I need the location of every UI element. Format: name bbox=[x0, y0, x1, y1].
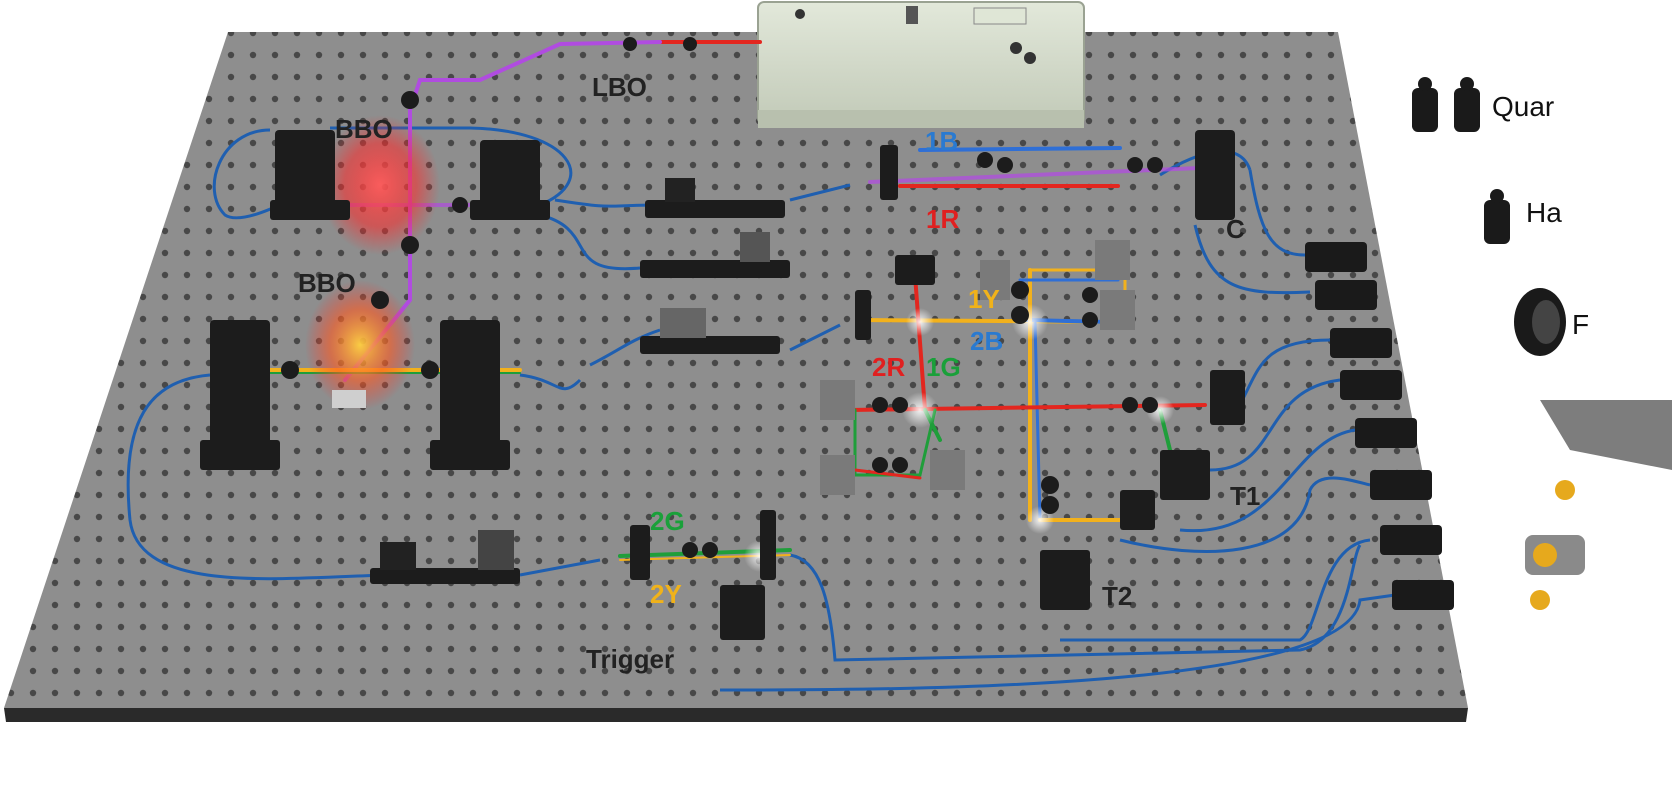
legend-third-label: F bbox=[1572, 309, 1589, 340]
label-2g: 2G bbox=[650, 506, 685, 536]
label-2y: 2Y bbox=[650, 579, 682, 609]
label-lbo: LBO bbox=[592, 72, 647, 102]
detector bbox=[1305, 242, 1367, 272]
quarter-waveplate-icon bbox=[1412, 77, 1480, 132]
label-2b: 2B bbox=[970, 326, 1003, 356]
laser-box bbox=[757, 1, 1085, 128]
mode-labels: 1B 1R 1Y 2B 2R 1G 2G 2Y bbox=[650, 126, 1003, 609]
legend: Quar Ha F bbox=[1412, 77, 1672, 610]
polarizer-ring-icon bbox=[1514, 288, 1566, 356]
mirror-mount-icon bbox=[1540, 400, 1672, 470]
glows bbox=[305, 115, 1174, 572]
detector bbox=[1330, 328, 1392, 358]
label-bbo-bottom: BBO bbox=[298, 268, 356, 298]
label-trigger: Trigger bbox=[586, 644, 674, 674]
detector bbox=[1340, 370, 1402, 400]
label-1y: 1Y bbox=[968, 284, 1000, 314]
optical-mounts bbox=[200, 37, 1245, 640]
detector bbox=[1315, 280, 1377, 310]
detector bbox=[1370, 470, 1432, 500]
prism-mount-icon bbox=[1525, 480, 1585, 610]
detectors bbox=[1305, 242, 1454, 610]
detector bbox=[1380, 525, 1442, 555]
component-labels: LBO BBO BBO C T1 T2 Trigger bbox=[298, 72, 1260, 674]
legend-half-label: Ha bbox=[1526, 197, 1562, 228]
label-coupler-c: C bbox=[1226, 214, 1245, 244]
label-1g: 1G bbox=[926, 352, 961, 382]
label-t2: T2 bbox=[1102, 581, 1132, 611]
legend-quarter-label: Quar bbox=[1492, 91, 1554, 122]
half-waveplate-icon bbox=[1484, 189, 1510, 244]
label-1b: 1B bbox=[925, 126, 958, 156]
detector bbox=[1392, 580, 1454, 610]
label-bbo-top: BBO bbox=[335, 114, 393, 144]
label-t1: T1 bbox=[1230, 481, 1260, 511]
label-1r: 1R bbox=[926, 204, 959, 234]
label-2r: 2R bbox=[872, 352, 905, 382]
detector bbox=[1355, 418, 1417, 448]
